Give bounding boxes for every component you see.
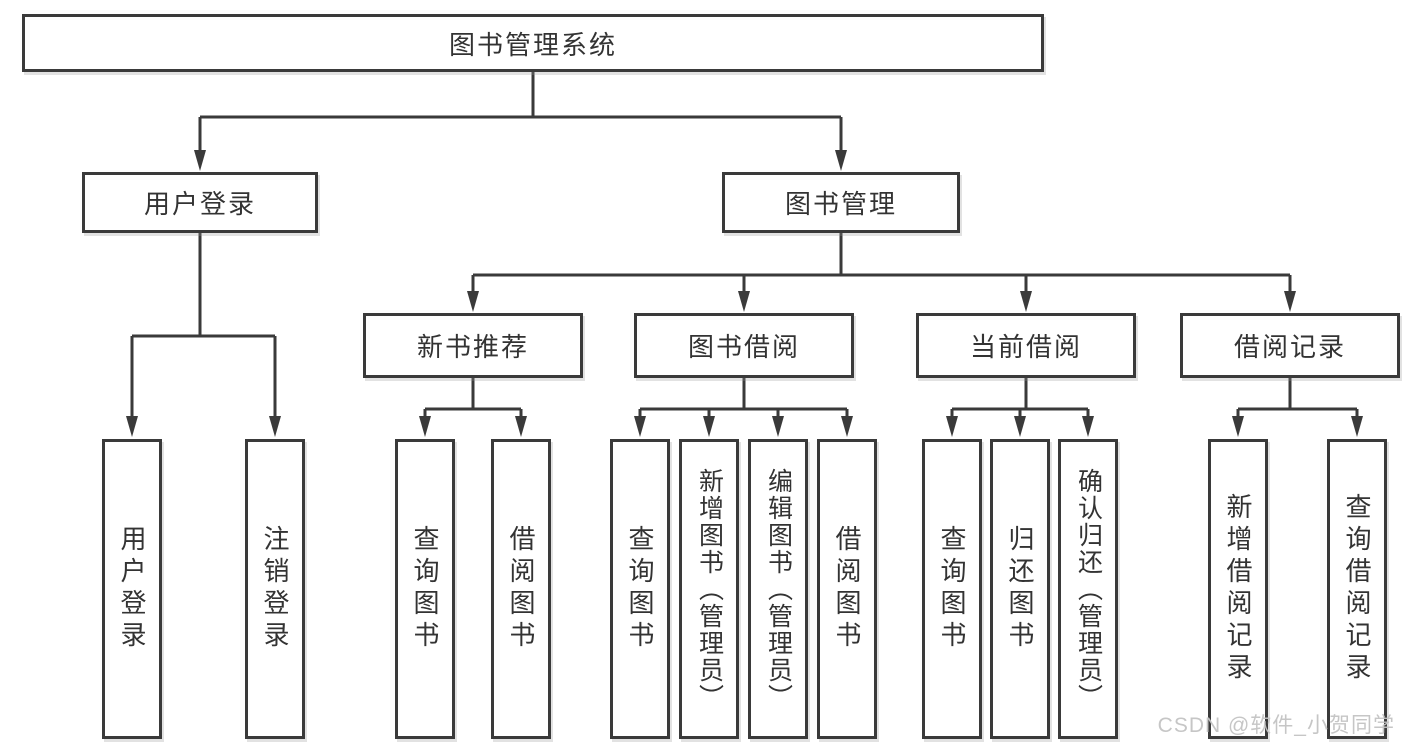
- leaf-node-label: 注销登录: [260, 525, 290, 653]
- group-node-label: 借阅记录: [1233, 332, 1346, 362]
- branch-node-user-login: 用户登录: [82, 172, 318, 233]
- connector-user-login-to-leaves: [126, 233, 281, 437]
- group-node-label: 图书借阅: [687, 332, 800, 362]
- connector-book-management-to-level3: [467, 233, 1296, 312]
- leaf-node-label: 新增图书（管理员）: [695, 467, 724, 711]
- leaf-node-add-book-admin: 新增图书（管理员）: [679, 439, 739, 739]
- leaf-node-logout: 注销登录: [245, 439, 305, 739]
- csdn-watermark: CSDN @软件_小贺同学: [1157, 714, 1395, 737]
- leaf-node-label: 确认归还（管理员）: [1074, 467, 1103, 711]
- root-node-label: 图书管理系统: [448, 29, 617, 60]
- group-node-book-borrow: 图书借阅: [634, 313, 854, 378]
- leaf-node-add-borrow-record: 新增借阅记录: [1208, 439, 1268, 739]
- leaf-node-label: 查询图书: [625, 525, 655, 653]
- leaf-node-label: 新增借阅记录: [1223, 493, 1253, 685]
- leaf-node-label: 查询图书: [410, 525, 440, 653]
- leaf-node-confirm-return-admin: 确认归还（管理员）: [1058, 439, 1118, 739]
- leaf-node-label: 查询借阅记录: [1342, 493, 1372, 685]
- group-node-label: 新书推荐: [416, 332, 529, 362]
- leaf-node-label: 借阅图书: [506, 525, 536, 653]
- branch-node-label: 图书管理: [784, 189, 897, 219]
- leaf-node-borrow-book: 借阅图书: [817, 439, 877, 739]
- leaf-node-query-book-recommend: 查询图书: [395, 439, 455, 739]
- leaf-node-user-login: 用户登录: [102, 439, 162, 739]
- group-node-label: 当前借阅: [969, 332, 1082, 362]
- leaf-node-edit-book-admin: 编辑图书（管理员）: [748, 439, 808, 739]
- connector-root-to-level2: [194, 72, 847, 171]
- root-node-library-management-system: 图书管理系统: [22, 14, 1044, 72]
- group-node-current-borrow: 当前借阅: [916, 313, 1136, 378]
- group-node-new-book-recommend: 新书推荐: [363, 313, 583, 378]
- leaf-node-return-book: 归还图书: [990, 439, 1050, 739]
- leaf-node-label: 编辑图书（管理员）: [764, 467, 793, 711]
- group-node-borrow-record: 借阅记录: [1180, 313, 1400, 378]
- leaf-node-label: 归还图书: [1005, 525, 1035, 653]
- connector-book-borrow-to-leaves: [634, 378, 853, 437]
- connector-new-book-recommend-to-leaves: [419, 378, 527, 437]
- leaf-node-label: 用户登录: [117, 525, 147, 653]
- leaf-node-label: 查询图书: [937, 525, 967, 653]
- connector-current-borrow-to-leaves: [946, 378, 1094, 437]
- leaf-node-label: 借阅图书: [832, 525, 862, 653]
- leaf-node-borrow-book-recommend: 借阅图书: [491, 439, 551, 739]
- leaf-node-query-borrow-record: 查询借阅记录: [1327, 439, 1387, 739]
- leaf-node-query-current-borrow: 查询图书: [922, 439, 982, 739]
- branch-node-book-management: 图书管理: [722, 172, 960, 233]
- connector-borrow-record-to-leaves: [1232, 378, 1363, 437]
- leaf-node-query-book: 查询图书: [610, 439, 670, 739]
- branch-node-label: 用户登录: [143, 189, 256, 219]
